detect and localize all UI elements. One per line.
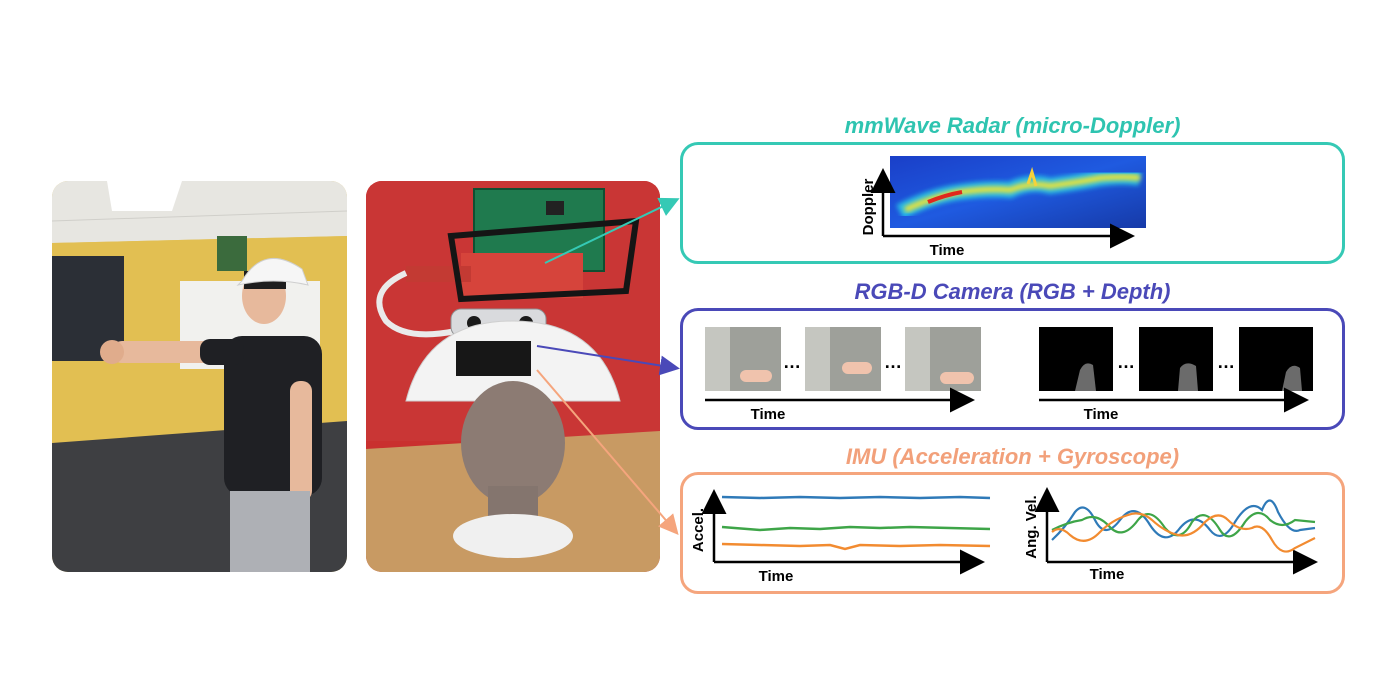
radar-section-title: mmWave Radar (micro-Doppler) (844, 113, 1181, 138)
imu-section-title: IMU (Acceleration + Gyroscope) (845, 444, 1180, 469)
camera-section-title: RGB-D Camera (RGB + Depth) (854, 279, 1171, 304)
photo-mannequin-sensor-rig (366, 181, 660, 572)
person-photo-illustration (52, 181, 347, 572)
photo-person-wearing-helmet (52, 181, 347, 572)
camera-panel (680, 308, 1345, 430)
radar-panel (680, 142, 1345, 264)
sensor-rig-illustration (366, 181, 660, 572)
imu-panel (680, 472, 1345, 594)
